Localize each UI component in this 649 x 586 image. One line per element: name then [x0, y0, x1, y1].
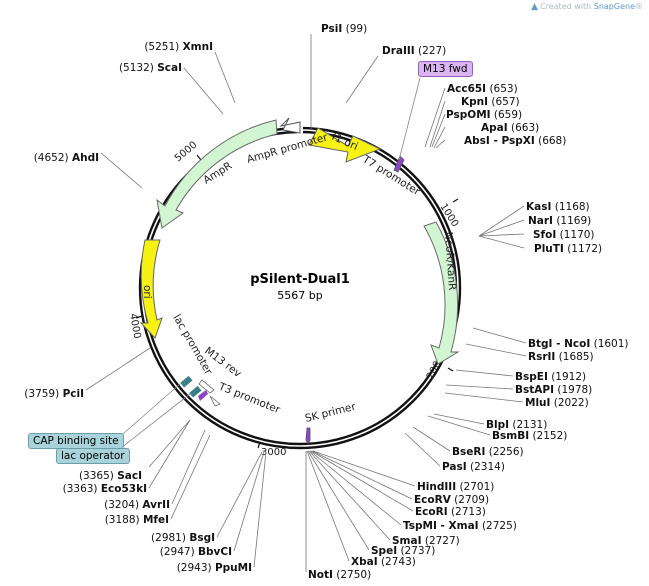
lac-promoter-label: lac promoter	[170, 313, 214, 378]
site-bspei: BspEI (1912)	[515, 371, 586, 383]
site-hindiii: HindIII (2701)	[417, 481, 494, 493]
ampr-promoter-feature	[279, 117, 301, 134]
site-kpni: KpnI (657)	[461, 96, 520, 108]
t3-promoter-label: T3 promoter	[216, 380, 282, 416]
site-draiii: DraIII (227)	[382, 45, 446, 57]
site-sfoi: SfoI (1170)	[533, 229, 595, 241]
site-bstapi: BstAPI (1978)	[515, 384, 592, 396]
site-ahdi: (4652) AhdI	[34, 152, 99, 164]
site-pluti: PluTI (1172)	[534, 243, 602, 255]
site-saci: (3365) SacI	[79, 470, 142, 482]
sk-primer-feature	[305, 427, 311, 445]
site-nari: NarI (1169)	[528, 215, 591, 227]
site-xbai: XbaI (2743)	[351, 556, 416, 568]
sk-primer-label: SK primer	[304, 401, 358, 425]
site-mlui: MluI (2022)	[525, 397, 589, 409]
site-avrii: (3204) AvrII	[104, 499, 170, 511]
site-blpi: BlpI (2131)	[486, 419, 547, 431]
tick-label-4000: 4000	[127, 313, 142, 340]
site-scai: (5132) ScaI	[119, 62, 182, 74]
site-mfei: (3188) MfeI	[105, 514, 169, 526]
site-spei: SpeI (2737)	[371, 545, 435, 557]
site-pasi: PasI (2314)	[442, 461, 505, 473]
tick-label-5000: 5000	[173, 140, 200, 165]
site-btgi-ncoi: BtgI - NcoI (1601)	[528, 338, 629, 350]
site-tspmi-xmai: TspMI - XmaI (2725)	[403, 520, 517, 532]
site-smai: SmaI (2727)	[392, 535, 460, 547]
site-absi-pspxi: AbsI - PspXI (668)	[464, 135, 566, 147]
cap-site-feature	[180, 375, 193, 388]
m13-fwd-tag: M13 fwd	[418, 61, 473, 77]
site-kasi: KasI (1168)	[526, 201, 590, 213]
snapgene-credit: ▲Created with SnapGene®	[531, 2, 643, 12]
t3-promoter-feature	[209, 395, 221, 407]
site-ecori: EcoRI (2713)	[415, 506, 486, 518]
site-rsrii: RsrII (1685)	[528, 351, 594, 363]
site-bbvci: (2947) BbvCI	[160, 546, 232, 558]
site-ppumi: (2943) PpuMI	[177, 562, 252, 574]
ori-label: ori	[141, 285, 153, 299]
m13-rev-feature	[198, 390, 208, 401]
site-psii: PsiI (99)	[321, 23, 367, 35]
site-apai: ApaI (663)	[481, 122, 539, 134]
site-eco53ki: (3363) Eco53kI	[63, 483, 147, 495]
feature-callout-lines	[111, 77, 421, 456]
tick-marks	[135, 154, 459, 449]
lac-promoter-feature	[198, 379, 215, 394]
site-bsmbi: BsmBI (2152)	[492, 430, 567, 442]
restriction-sites: PsiI (99) DraIII (227) Acc65I (653) KpnI…	[24, 23, 628, 581]
tick-label-3000: 3000	[261, 447, 286, 458]
plasmid-length: 5567 bp	[277, 289, 322, 302]
site-bsgi: (2981) BsgI	[151, 532, 215, 544]
t7-promoter-feature	[393, 155, 405, 173]
ori-feature	[139, 239, 163, 339]
site-noti: NotI (2750)	[308, 569, 371, 581]
site-pspomi: PspOMI (659)	[446, 109, 522, 121]
snapgene-logo-icon: ▲	[531, 2, 539, 12]
site-ecorv: EcoRV (2709)	[414, 494, 489, 506]
leader-lines	[85, 34, 527, 572]
neor-kanr-feature	[423, 221, 460, 365]
site-xmni: (5251) XmnI	[144, 41, 213, 53]
plasmid-name: pSilent-Dual1	[250, 272, 350, 287]
f1-ori-feature	[308, 127, 382, 163]
cap-binding-site-tag: CAP binding site	[28, 433, 124, 449]
lac-operator-tag: lac operator	[56, 448, 130, 464]
site-bseri: BseRI (2256)	[452, 446, 524, 458]
tick-label-1000: 1000	[437, 202, 460, 229]
lac-operator-feature	[189, 385, 202, 398]
site-pcii: (3759) PciI	[24, 388, 84, 400]
ampr-feature	[156, 119, 278, 229]
site-acc65i: Acc65I (653)	[447, 83, 518, 95]
neor-kanr-label: NeoR/KanR	[442, 231, 458, 290]
